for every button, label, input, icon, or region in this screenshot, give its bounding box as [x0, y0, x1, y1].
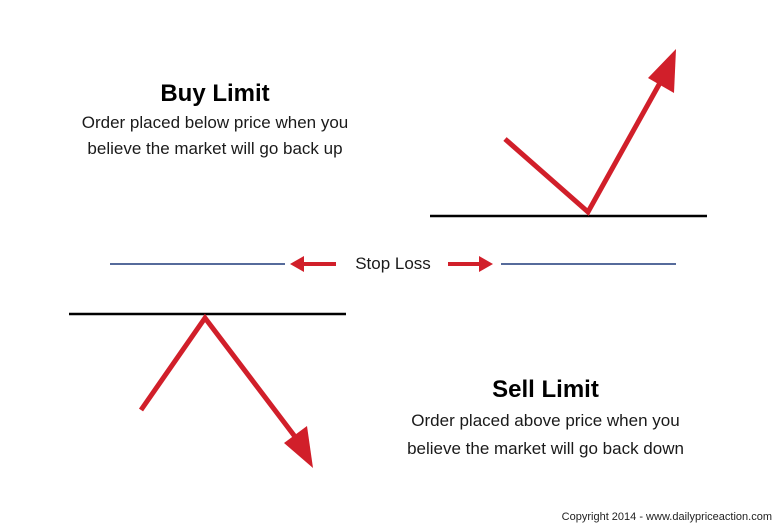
sell-limit-price-arrow	[138, 313, 298, 440]
stop-loss-label: Stop Loss	[355, 254, 431, 273]
sell-limit-description-line-1: Order placed above price when you	[411, 411, 680, 430]
buy-limit-title: Buy Limit	[160, 80, 270, 107]
sell-limit-description-line-2: believe the market will go back down	[407, 439, 684, 458]
copyright-notice: Copyright 2014 - www.dailypriceaction.co…	[561, 511, 772, 523]
buy-limit-arrowhead-icon	[648, 49, 676, 93]
sell-limit-arrowhead-icon	[284, 426, 313, 468]
sell-limit-text: Sell Limit Order placed above price when…	[388, 376, 703, 460]
buy-limit-price-arrow	[503, 79, 664, 216]
stop-loss-left-arrow-icon	[290, 256, 304, 272]
buy-limit-description-line-2: believe the market will go back up	[87, 139, 343, 158]
buy-limit-description-line-1: Order placed below price when you	[81, 113, 349, 132]
stop-loss-right-arrow-icon	[479, 256, 493, 272]
sell-limit-title: Sell Limit	[492, 376, 599, 403]
buy-limit-text: Buy Limit Order placed below price when …	[60, 80, 370, 160]
